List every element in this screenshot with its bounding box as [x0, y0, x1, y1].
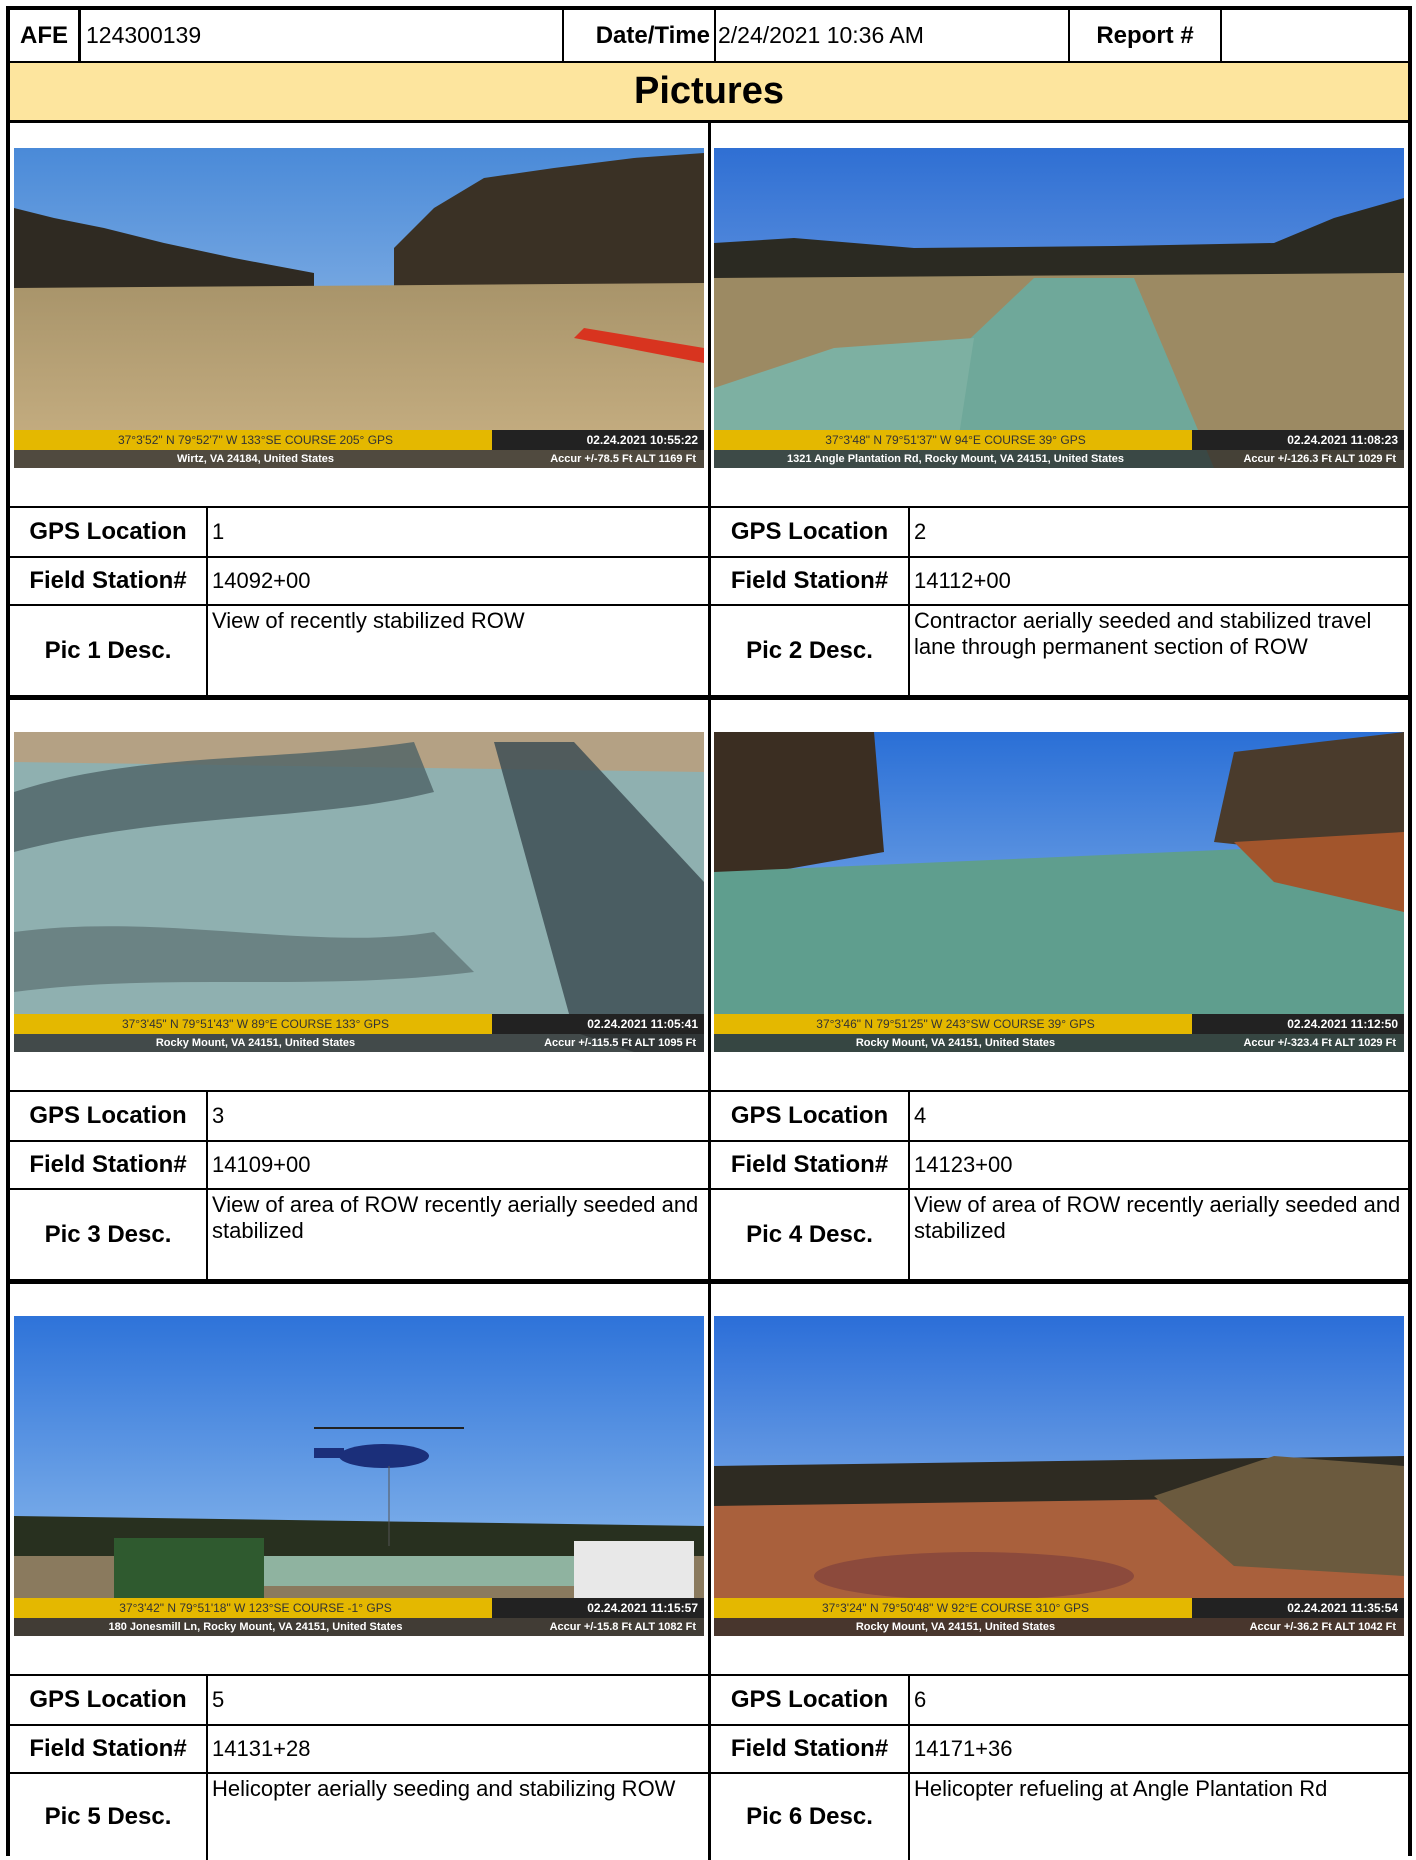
report-value[interactable] [1224, 10, 1408, 61]
photo-1-stamp-bottom: Wirtz, VA 24184, United States Accur +/-… [14, 450, 704, 468]
pic-4-gps-value[interactable]: 4 [914, 1103, 927, 1128]
pic-4-desc-value[interactable]: View of area of ROW recently aerially se… [914, 1192, 1401, 1243]
pic-1-desc-label: Pic 1 Desc. [44, 636, 172, 664]
afe-label: AFE [20, 21, 68, 49]
pic-6-station-label: Field Station# [730, 1735, 889, 1762]
photo-3-stamp-top: 37°3'45" N 79°51'43" W 89°E COURSE 133° … [14, 1014, 704, 1034]
pic-1-gps-label: GPS Location [29, 518, 187, 545]
photo-2-address: 1321 Angle Plantation Rd, Rocky Mount, V… [786, 453, 1124, 465]
photo-1[interactable]: 37°3'52" N 79°52'7" W 133°SE COURSE 205°… [14, 148, 704, 468]
pic-5-station-label: Field Station# [29, 1735, 187, 1762]
photo-4-time: 02.24.2021 11:12:50 [1191, 1014, 1404, 1034]
pic-6-desc-label: Pic 6 Desc. [746, 1803, 873, 1830]
pic-4-station-label: Field Station# [730, 1151, 889, 1178]
photo-6-stamp-bottom: Rocky Mount, VA 24151, United States Acc… [714, 1618, 1404, 1636]
photo-2-coords: 37°3'48" N 79°51'37" W 94°E COURSE 39° G… [825, 433, 1086, 447]
photo-3-accuracy: Accur +/-115.5 Ft ALT 1095 Ft [544, 1037, 696, 1049]
pic-2-gps-value[interactable]: 2 [914, 519, 927, 544]
pic-2-station-label: Field Station# [730, 567, 889, 594]
photo-1-stamp-top: 37°3'52" N 79°52'7" W 133°SE COURSE 205°… [14, 430, 704, 450]
afe-value[interactable]: 124300139 [86, 22, 202, 48]
photo-6-stamp-top: 37°3'24" N 79°50'48" W 92°E COURSE 310° … [714, 1598, 1404, 1618]
photo-4-coords: 37°3'46" N 79°51'25" W 243°SW COURSE 39°… [816, 1017, 1095, 1031]
pic-6-station-value[interactable]: 14171+36 [914, 1736, 1013, 1761]
pic-2-desc-value[interactable]: Contractor aerially seeded and stabilize… [914, 608, 1372, 659]
photo-5-accuracy: Accur +/-15.8 Ft ALT 1082 Ft [549, 1621, 696, 1633]
datetime-value[interactable]: 2/24/2021 10:36 AM [718, 22, 924, 48]
pic-4-desc-label: Pic 4 Desc. [746, 1220, 873, 1248]
pic-5-gps-value[interactable]: 5 [212, 1687, 225, 1712]
photo-1-coords: 37°3'52" N 79°52'7" W 133°SE COURSE 205°… [117, 433, 394, 447]
photo-6-coords: 37°3'24" N 79°50'48" W 92°E COURSE 310° … [821, 1601, 1090, 1615]
photo-4-stamp-bottom: Rocky Mount, VA 24151, United States Acc… [714, 1034, 1404, 1052]
header-row: AFE 124300139 Date/Time 2/24/2021 10:36 … [10, 10, 1408, 63]
photo-2-stamp-bottom: 1321 Angle Plantation Rd, Rocky Mount, V… [714, 450, 1404, 468]
photo-6-accuracy: Accur +/-36.2 Ft ALT 1042 Ft [1249, 1621, 1396, 1633]
photo-5-time: 02.24.2021 11:15:57 [491, 1598, 704, 1618]
pic-1-station-label: Field Station# [29, 567, 187, 594]
photo-2-stamp-top: 37°3'48" N 79°51'37" W 94°E COURSE 39° G… [714, 430, 1404, 450]
pic-3-gps-label: GPS Location [29, 1102, 187, 1129]
photo-5-address: 180 Jonesmill Ln, Rocky Mount, VA 24151,… [108, 1621, 403, 1633]
pic-4-gps-label: GPS Location [730, 1102, 889, 1129]
pic-3-gps-value[interactable]: 3 [212, 1103, 225, 1128]
report-sheet: AFE 124300139 Date/Time 2/24/2021 10:36 … [6, 6, 1412, 1860]
pic-1-gps-value[interactable]: 1 [212, 519, 225, 544]
photo-2-time: 02.24.2021 11:08:23 [1191, 430, 1404, 450]
pic-4-station-value[interactable]: 14123+00 [914, 1152, 1013, 1177]
photo-5-stamp-bottom: 180 Jonesmill Ln, Rocky Mount, VA 24151,… [14, 1618, 704, 1636]
photo-4-stamp-top: 37°3'46" N 79°51'25" W 243°SW COURSE 39°… [714, 1014, 1404, 1034]
photo-5-stamp-top: 37°3'42" N 79°51'18" W 123°SE COURSE -1°… [14, 1598, 704, 1618]
pic-3-desc-label: Pic 3 Desc. [44, 1220, 172, 1248]
pic-3-desc-value[interactable]: View of area of ROW recently aerially se… [212, 1192, 699, 1243]
pic-3-station-value[interactable]: 14109+00 [212, 1152, 311, 1177]
datetime-label: Date/Time [595, 21, 710, 49]
pic-2-station-value[interactable]: 14112+00 [914, 568, 1011, 593]
photo-1-accuracy: Accur +/-78.5 Ft ALT 1169 Ft [550, 453, 696, 465]
photo-4-address: Rocky Mount, VA 24151, United States [855, 1037, 1056, 1049]
photo-6-address: Rocky Mount, VA 24151, United States [855, 1621, 1056, 1633]
photo-3-time: 02.24.2021 11:05:41 [491, 1014, 704, 1034]
photo-2[interactable]: 37°3'48" N 79°51'37" W 94°E COURSE 39° G… [714, 148, 1404, 468]
pic-6-desc-value[interactable]: Helicopter refueling at Angle Plantation… [914, 1776, 1328, 1801]
photo-5-coords: 37°3'42" N 79°51'18" W 123°SE COURSE -1°… [119, 1601, 392, 1615]
photo-4[interactable]: 37°3'46" N 79°51'25" W 243°SW COURSE 39°… [714, 732, 1404, 1052]
photo-1-time: 02.24.2021 10:55:22 [491, 430, 704, 450]
photo-6-time: 02.24.2021 11:35:54 [1191, 1598, 1404, 1618]
pic-3-station-label: Field Station# [29, 1151, 187, 1178]
pic-5-gps-label: GPS Location [29, 1686, 187, 1713]
photo-6[interactable]: 37°3'24" N 79°50'48" W 92°E COURSE 310° … [714, 1316, 1404, 1636]
page-title: Pictures [10, 63, 1408, 123]
pic-1-station-value[interactable]: 14092+00 [212, 568, 311, 593]
pic-6-gps-value[interactable]: 6 [914, 1687, 927, 1712]
photo-3-stamp-bottom: Rocky Mount, VA 24151, United States Acc… [14, 1034, 704, 1052]
photo-2-accuracy: Accur +/-126.3 Ft ALT 1029 Ft [1243, 453, 1396, 465]
photo-3-address: Rocky Mount, VA 24151, United States [155, 1037, 356, 1049]
pic-5-desc-value[interactable]: Helicopter aerially seeding and stabiliz… [212, 1776, 676, 1801]
pic-2-gps-label: GPS Location [730, 518, 889, 545]
pic-5-station-value[interactable]: 14131+28 [212, 1736, 311, 1761]
pic-2-desc-label: Pic 2 Desc. [746, 636, 873, 664]
photo-5[interactable]: 37°3'42" N 79°51'18" W 123°SE COURSE -1°… [14, 1316, 704, 1636]
photo-3-coords: 37°3'45" N 79°51'43" W 89°E COURSE 133° … [121, 1017, 390, 1031]
report-label: Report # [1096, 21, 1194, 49]
pic-5-desc-label: Pic 5 Desc. [44, 1803, 172, 1830]
pic-6-gps-label: GPS Location [730, 1686, 889, 1713]
pic-1-desc-value[interactable]: View of recently stabilized ROW [212, 608, 525, 633]
photo-1-address: Wirtz, VA 24184, United States [176, 453, 334, 465]
photo-3[interactable]: 37°3'45" N 79°51'43" W 89°E COURSE 133° … [14, 732, 704, 1052]
photo-4-accuracy: Accur +/-323.4 Ft ALT 1029 Ft [1243, 1037, 1396, 1049]
